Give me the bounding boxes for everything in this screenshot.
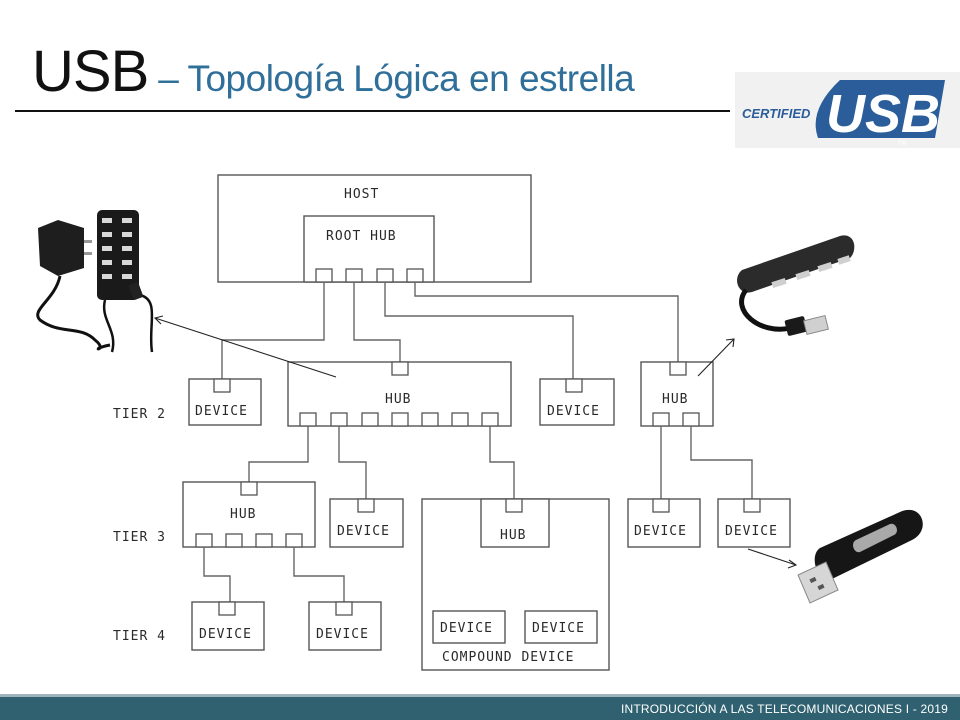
slide-title: USB– Topología Lógica en estrella xyxy=(32,38,635,105)
device-port xyxy=(357,498,375,513)
hub-port xyxy=(682,412,700,427)
footer-bar: INTRODUCCIÓN A LAS TELECOMUNICACIONES I … xyxy=(0,694,960,720)
hub-port xyxy=(330,412,348,427)
root-hub-port xyxy=(376,268,394,283)
wire xyxy=(353,282,401,362)
device-label: DEVICE xyxy=(725,524,778,539)
hub-port xyxy=(285,533,303,548)
hub-label: HUB xyxy=(662,392,688,407)
hub-upstream-port xyxy=(505,498,523,513)
hub-port xyxy=(481,412,499,427)
powered-hub-photo xyxy=(36,210,154,353)
arrow xyxy=(697,338,735,377)
hub-label: HUB xyxy=(385,392,411,407)
hub-port xyxy=(421,412,439,427)
device-label: DEVICE xyxy=(547,404,600,419)
tier-3-label: TIER 3 xyxy=(113,530,166,545)
hub-port xyxy=(225,533,243,548)
title-subtitle: – Topología Lógica en estrella xyxy=(158,58,635,99)
device-label: DEVICE xyxy=(316,627,369,642)
hub-upstream-port xyxy=(669,361,687,376)
root-hub-label: ROOT HUB xyxy=(326,229,397,244)
device-port xyxy=(218,601,236,616)
title-main: USB xyxy=(32,39,149,104)
wire xyxy=(221,282,325,380)
hub-port xyxy=(652,412,670,427)
root-hub-port xyxy=(406,268,424,283)
hub-label: HUB xyxy=(230,507,256,522)
hub-label: HUB xyxy=(500,528,526,543)
hub-upstream-port xyxy=(240,481,258,496)
compound-device-label: COMPOUND DEVICE xyxy=(442,650,574,665)
logo-certified-text: CERTIFIED xyxy=(742,106,811,121)
device-port xyxy=(743,498,761,513)
device-port xyxy=(565,378,583,393)
device-label: DEVICE xyxy=(634,524,687,539)
hub-port xyxy=(255,533,273,548)
hub-port xyxy=(299,412,317,427)
certified-usb-logo: CERTIFIED USB TM xyxy=(735,72,960,148)
wire xyxy=(248,426,309,482)
hub-upstream-port xyxy=(391,361,409,376)
device-box xyxy=(524,610,598,644)
logo-usb-text: USB xyxy=(826,84,940,144)
arrow-head xyxy=(787,559,798,569)
wire xyxy=(414,282,679,362)
footer-text: INTRODUCCIÓN A LAS TELECOMUNICACIONES I … xyxy=(620,702,948,716)
wire xyxy=(690,426,753,499)
arrow xyxy=(154,317,337,378)
annotation-arrows xyxy=(153,315,798,569)
root-hub-port xyxy=(345,268,363,283)
device-label: DEVICE xyxy=(440,621,493,636)
device-port xyxy=(335,601,353,616)
wire xyxy=(489,426,515,499)
tier-2-label: TIER 2 xyxy=(113,407,166,422)
hub-port xyxy=(451,412,469,427)
device-label: DEVICE xyxy=(195,404,248,419)
hub-port xyxy=(361,412,379,427)
root-hub-port xyxy=(315,268,333,283)
device-port xyxy=(213,378,231,393)
device-label: DEVICE xyxy=(199,627,252,642)
title-underline xyxy=(15,110,730,112)
arrow-head xyxy=(725,338,735,348)
wire xyxy=(338,426,367,499)
host-label: HOST xyxy=(344,187,379,202)
wire xyxy=(384,282,574,380)
device-label: DEVICE xyxy=(337,524,390,539)
arrow xyxy=(747,548,797,566)
arrow-head xyxy=(153,315,164,325)
mini-usb-hub-photo xyxy=(737,235,855,336)
tier-4-label: TIER 4 xyxy=(113,629,166,644)
hub-port xyxy=(391,412,409,427)
device-port xyxy=(652,498,670,513)
wire xyxy=(293,547,345,602)
logo-tm-text: TM xyxy=(898,141,907,147)
device-box xyxy=(432,610,506,644)
usb-flash-drive-photo xyxy=(797,509,923,604)
usb-topology-diagram: CERTIFIED USB TM HOST ROOT HUB TIER 2 DE… xyxy=(36,72,960,671)
hub-port xyxy=(195,533,213,548)
wire xyxy=(203,547,231,602)
device-label: DEVICE xyxy=(532,621,585,636)
